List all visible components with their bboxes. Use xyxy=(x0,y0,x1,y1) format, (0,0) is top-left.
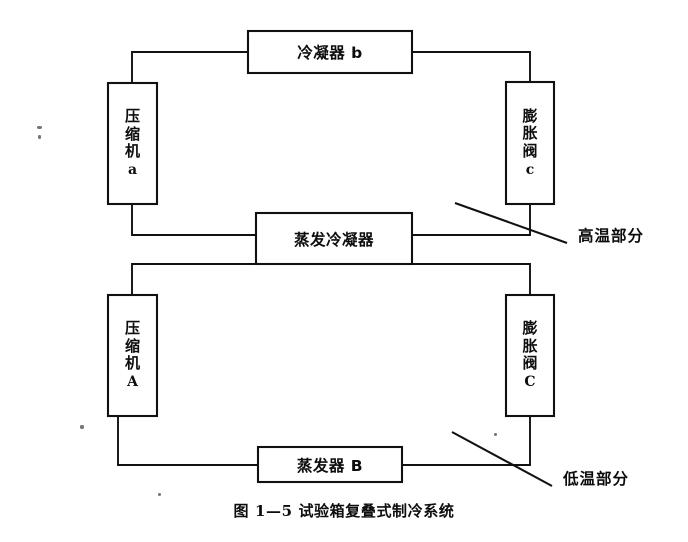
scan-speckle xyxy=(80,425,84,429)
scan-speckle xyxy=(38,135,41,139)
leader-line-high-temp xyxy=(454,202,568,244)
leader-line-low-temp xyxy=(451,431,553,487)
pipe-cascade-to-valve-C xyxy=(411,263,531,296)
pipe-compressor-A-to-cascade xyxy=(131,263,257,296)
high-temp-loop-piping xyxy=(131,51,531,236)
box-expansion-valve-c xyxy=(504,80,556,206)
scan-speckle xyxy=(158,493,161,496)
pipe-compressor-a-to-condenser xyxy=(131,51,249,84)
box-evaporator-B xyxy=(256,445,404,484)
component-boxes xyxy=(106,29,556,484)
low-temp-loop-piping xyxy=(117,263,531,466)
pipe-valve-C-to-evaporator xyxy=(401,415,531,466)
box-cascade-heat-exchanger xyxy=(254,211,414,266)
annotation-high-temp-stage: 高温部分 xyxy=(578,227,645,245)
pipe-condenser-to-valve-c xyxy=(411,51,531,83)
annotation-low-temp-stage: 低温部分 xyxy=(563,470,630,488)
pipe-cascade-to-compressor-a xyxy=(131,203,257,236)
box-compressor-A xyxy=(106,293,159,418)
pipe-evaporator-to-compressor-A xyxy=(117,415,259,466)
box-expansion-valve-C xyxy=(504,293,556,418)
box-condenser-b xyxy=(246,29,414,75)
pipe-valve-c-to-cascade xyxy=(411,203,531,236)
scan-speckle xyxy=(37,126,42,129)
figure-caption: 图 1—5 试验箱复叠式制冷系统 xyxy=(233,502,455,520)
annotation-leader-lines xyxy=(451,202,568,487)
scan-speckle xyxy=(494,433,497,436)
box-compressor-a xyxy=(106,81,159,206)
